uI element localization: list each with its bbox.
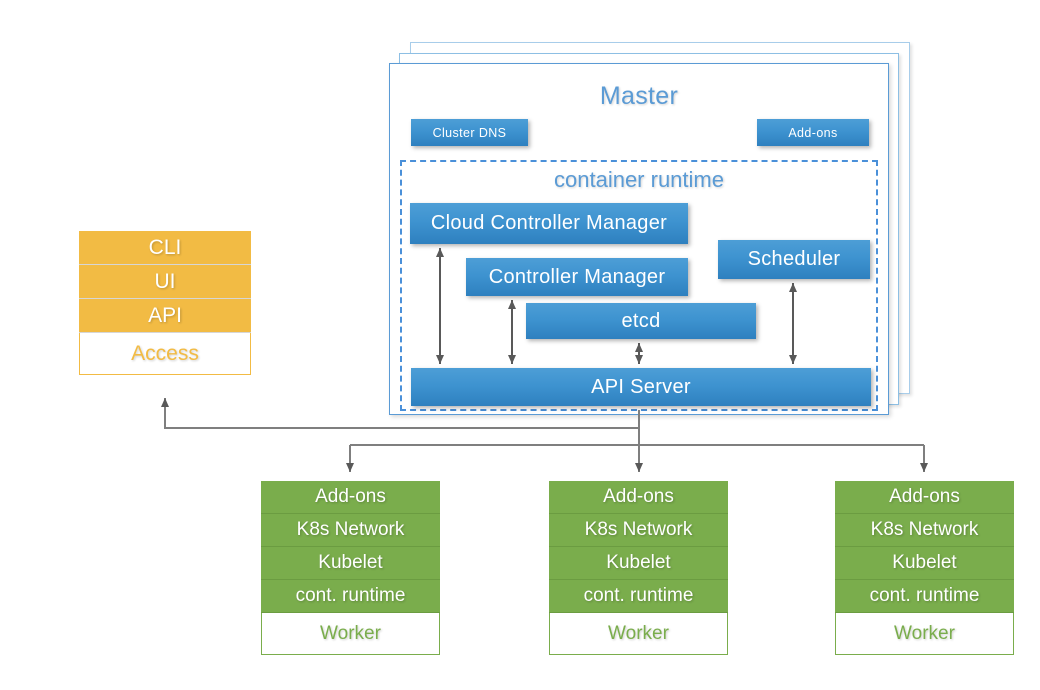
worker-3-row-k8s-network[interactable]: K8s Network <box>835 514 1014 547</box>
cloud-controller-manager-box[interactable]: Cloud Controller Manager <box>410 203 688 244</box>
worker-3-row-kubelet[interactable]: Kubelet <box>835 547 1014 580</box>
worker-3-row-addons[interactable]: Add-ons <box>835 481 1014 514</box>
worker-1-row-k8s-network[interactable]: K8s Network <box>261 514 440 547</box>
cluster-dns-box[interactable]: Cluster DNS <box>411 119 528 146</box>
controller-manager-box[interactable]: Controller Manager <box>466 258 688 296</box>
worker-1-row-kubelet[interactable]: Kubelet <box>261 547 440 580</box>
container-runtime-title: container runtime <box>554 167 724 192</box>
worker-2-row-k8s-network[interactable]: K8s Network <box>549 514 728 547</box>
worker-2-row-addons[interactable]: Add-ons <box>549 481 728 514</box>
worker-1-label: Worker <box>261 613 440 655</box>
etcd-box[interactable]: etcd <box>526 303 756 339</box>
worker-3-row-cont-runtime[interactable]: cont. runtime <box>835 580 1014 613</box>
access-row-api[interactable]: API <box>79 299 251 333</box>
master-addons-box[interactable]: Add-ons <box>757 119 869 146</box>
worker-1-row-cont-runtime[interactable]: cont. runtime <box>261 580 440 613</box>
scheduler-box[interactable]: Scheduler <box>718 240 870 279</box>
api-server-box[interactable]: API Server <box>411 368 871 406</box>
worker-3-label: Worker <box>835 613 1014 655</box>
access-label: Access <box>79 333 251 375</box>
worker-2-row-kubelet[interactable]: Kubelet <box>549 547 728 580</box>
access-row-ui[interactable]: UI <box>79 265 251 299</box>
worker-node-1: Add-ons K8s Network Kubelet cont. runtim… <box>261 481 440 655</box>
access-stack: CLI UI API Access <box>79 231 251 375</box>
worker-2-row-cont-runtime[interactable]: cont. runtime <box>549 580 728 613</box>
access-row-cli[interactable]: CLI <box>79 231 251 265</box>
worker-node-3: Add-ons K8s Network Kubelet cont. runtim… <box>835 481 1014 655</box>
worker-2-label: Worker <box>549 613 728 655</box>
worker-node-2: Add-ons K8s Network Kubelet cont. runtim… <box>549 481 728 655</box>
master-title: Master <box>599 82 679 110</box>
worker-1-row-addons[interactable]: Add-ons <box>261 481 440 514</box>
